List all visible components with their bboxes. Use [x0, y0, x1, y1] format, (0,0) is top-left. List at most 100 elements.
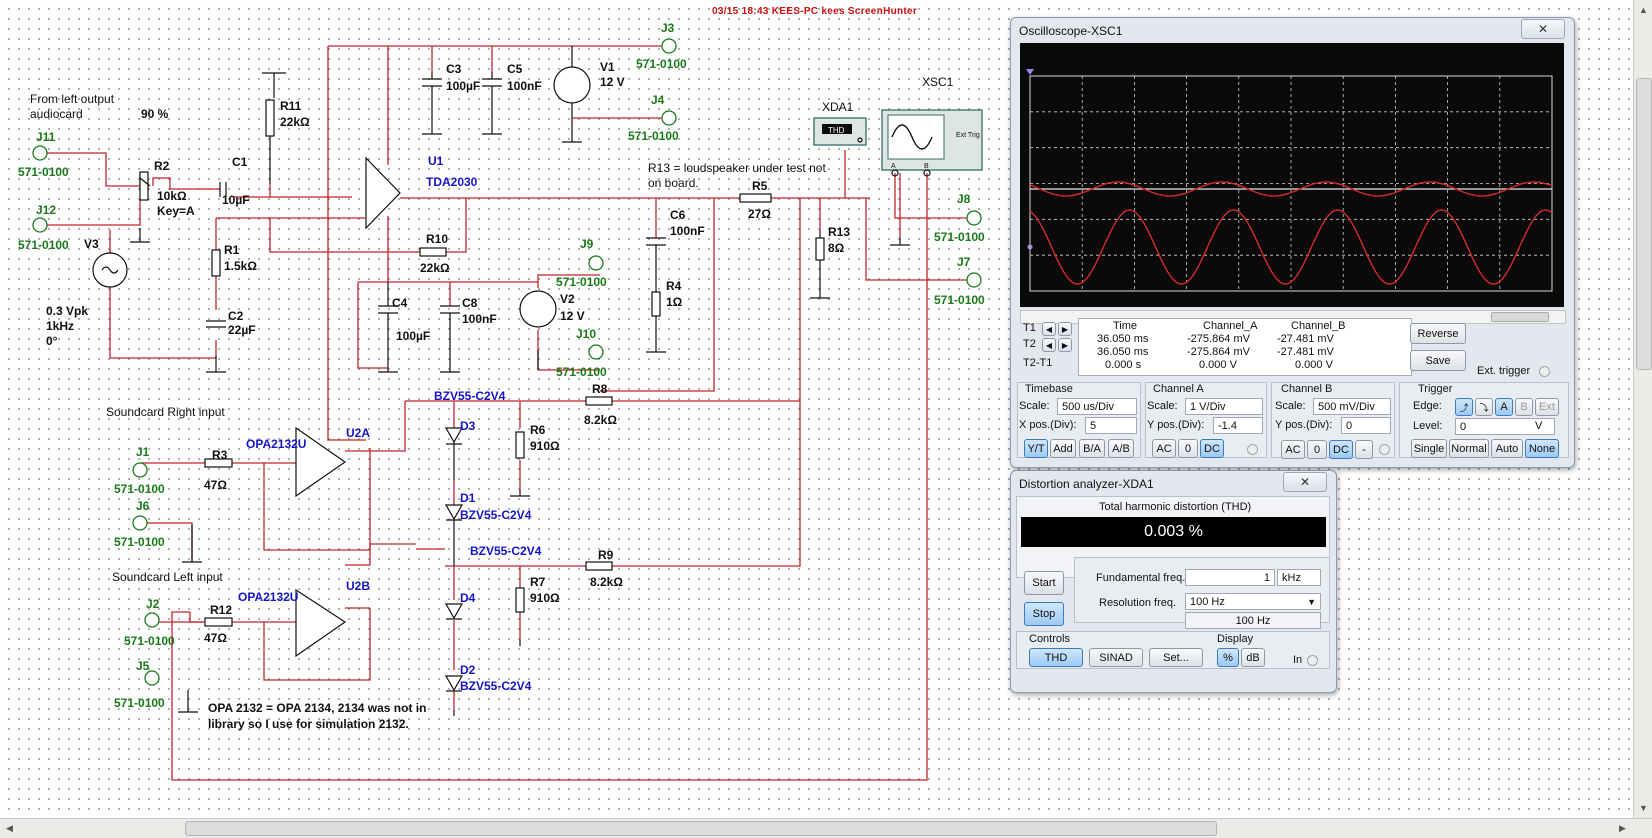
horizontal-scrollbar[interactable]: ◀ ▶: [0, 818, 1652, 838]
label-r5-val: 27Ω: [748, 207, 771, 221]
label-j8-part: 571-0100: [934, 230, 985, 244]
trigger-b-button[interactable]: B: [1515, 398, 1533, 416]
label-r10: R10: [426, 232, 448, 246]
trigger-a-button[interactable]: A: [1495, 398, 1513, 416]
channel-b-minus-button[interactable]: -: [1355, 440, 1373, 459]
d3-diode: [444, 427, 464, 480]
ext-trigger-radio[interactable]: [1539, 366, 1550, 377]
timebase-scale-field[interactable]: 500 us/Div: [1057, 398, 1137, 415]
save-button[interactable]: Save: [1410, 350, 1466, 371]
wires: [47, 45, 977, 781]
ba-button[interactable]: B/A: [1079, 439, 1105, 458]
trigger-none-button[interactable]: None: [1525, 439, 1559, 458]
close-icon[interactable]: ✕: [1521, 19, 1565, 39]
r4-resistor: [651, 291, 661, 317]
distortion-analyzer-window[interactable]: Distortion analyzer-XDA1 ✕ Total harmoni…: [1010, 470, 1337, 693]
start-button[interactable]: Start: [1024, 571, 1064, 595]
cursor-readout-table: Time Channel_A Channel_B 36.050 ms -275.…: [1078, 318, 1412, 376]
scroll-left-icon[interactable]: ◀: [6, 823, 13, 833]
channel-b-ac-button[interactable]: AC: [1281, 440, 1305, 459]
channel-b-title: Channel B: [1281, 383, 1333, 395]
channel-a-radio[interactable]: [1247, 444, 1258, 455]
chevron-down-icon[interactable]: ▼: [1307, 597, 1316, 607]
label-d3-type: BZV55-C2V4: [434, 389, 506, 403]
label-r11-val: 22kΩ: [280, 115, 310, 129]
stop-button[interactable]: Stop: [1024, 602, 1064, 626]
t1-left-arrow-icon[interactable]: ◀: [1042, 322, 1056, 336]
channel-b-scale-field[interactable]: 500 mV/Div: [1313, 398, 1391, 415]
falling-edge-icon[interactable]: ⤵: [1475, 398, 1493, 416]
label-r4: R4: [666, 279, 682, 293]
timebase-xpos-label: X pos.(Div):: [1019, 419, 1077, 431]
channel-a-ypos-field[interactable]: -1.4: [1213, 417, 1263, 434]
percent-button[interactable]: %: [1217, 648, 1239, 667]
channel-a-dc-button[interactable]: DC: [1200, 439, 1224, 458]
vertical-scroll-thumb[interactable]: [1636, 78, 1652, 370]
th-time: Time: [1113, 320, 1138, 332]
label-c3: C3: [446, 62, 462, 76]
resolution-freq-readout: 100 Hz: [1185, 612, 1321, 629]
trigger-ext-button[interactable]: Ext: [1535, 398, 1559, 416]
label-d2-type: BZV55-C2V4: [460, 679, 532, 693]
db-button[interactable]: dB: [1241, 648, 1265, 667]
t2-b: -27.481 mV: [1277, 346, 1334, 358]
channel-b-radio[interactable]: [1379, 444, 1390, 455]
reverse-button[interactable]: Reverse: [1410, 323, 1466, 344]
dt-b: 0.000 V: [1295, 359, 1333, 371]
sinad-button[interactable]: SINAD: [1089, 648, 1143, 667]
u2a-opamp: [295, 426, 347, 498]
t1-right-arrow-icon[interactable]: ▶: [1058, 322, 1072, 336]
horizontal-scroll-thumb[interactable]: [185, 821, 1217, 836]
resolution-freq-select[interactable]: 100 Hz ▼: [1185, 593, 1321, 610]
trigger-level-field[interactable]: 0: [1455, 418, 1555, 435]
yt-button[interactable]: Y/T: [1024, 439, 1048, 458]
channel-a-scale-field[interactable]: 1 V/Div: [1185, 398, 1263, 415]
close-icon[interactable]: ✕: [1283, 472, 1327, 492]
channel-a-ac-button[interactable]: AC: [1152, 439, 1176, 458]
in-radio[interactable]: [1307, 655, 1318, 666]
oscilloscope-window[interactable]: Oscilloscope-XSC1 ✕ T1 T2 T2-T1 ◀ ▶ ◀ ▶ …: [1010, 17, 1575, 468]
scroll-down-icon[interactable]: ▼: [1639, 802, 1648, 813]
scope-display[interactable]: [1020, 43, 1564, 307]
c8-capacitor: [440, 305, 460, 350]
note-soundcard-left: Soundcard Left input: [112, 570, 223, 584]
thd-label: Total harmonic distortion (THD): [1099, 501, 1252, 513]
r12-resistor: [204, 617, 233, 627]
scroll-up-icon[interactable]: ▲: [1639, 4, 1648, 15]
channel-b-dc-button[interactable]: DC: [1329, 440, 1353, 459]
rising-edge-icon[interactable]: ⤴: [1455, 398, 1473, 416]
channel-a-zero-button[interactable]: 0: [1178, 439, 1198, 458]
scope-scroll-thumb[interactable]: [1491, 312, 1549, 322]
t2-right-arrow-icon[interactable]: ▶: [1058, 338, 1072, 352]
t2-left-arrow-icon[interactable]: ◀: [1042, 338, 1056, 352]
label-j6: J6: [136, 499, 150, 513]
timebase-xpos-field[interactable]: 5: [1085, 417, 1137, 434]
dt-time: 0.000 s: [1105, 359, 1142, 371]
add-button[interactable]: Add: [1050, 439, 1076, 458]
channel-b-ypos-field[interactable]: 0: [1341, 417, 1391, 434]
ab-button[interactable]: A/B: [1108, 439, 1134, 458]
trigger-single-button[interactable]: Single: [1411, 439, 1447, 458]
trigger-normal-button[interactable]: Normal: [1449, 439, 1489, 458]
fundamental-freq-field[interactable]: 1: [1185, 569, 1275, 586]
label-j5-part: 571-0100: [114, 696, 165, 710]
trigger-auto-button[interactable]: Auto: [1491, 439, 1523, 458]
vertical-scrollbar[interactable]: ▲ ▼: [1633, 0, 1652, 818]
channel-b-zero-button[interactable]: 0: [1307, 440, 1327, 459]
resolution-freq-label: Resolution freq.: [1099, 597, 1177, 609]
r6-resistor: [515, 431, 525, 459]
set-button[interactable]: Set...: [1149, 648, 1203, 667]
label-r7-val: 910Ω: [530, 591, 560, 605]
u1-opamp: [365, 156, 401, 230]
fundamental-freq-label: Fundamental freq.: [1096, 572, 1186, 584]
label-u2b: U2B: [346, 579, 370, 593]
label-u1: U1: [428, 154, 444, 168]
thd-button[interactable]: THD: [1029, 648, 1083, 667]
note-r13: R13 = loudspeaker under test not: [648, 161, 826, 175]
channel-a-scale-label: Scale:: [1147, 400, 1178, 412]
fundamental-freq-unit[interactable]: kHz: [1277, 569, 1321, 586]
scroll-right-icon[interactable]: ▶: [1619, 823, 1626, 833]
ext-trigger-label: Ext. trigger: [1477, 365, 1531, 377]
label-c6-val: 100nF: [670, 224, 705, 238]
label-r9: R9: [598, 548, 614, 562]
